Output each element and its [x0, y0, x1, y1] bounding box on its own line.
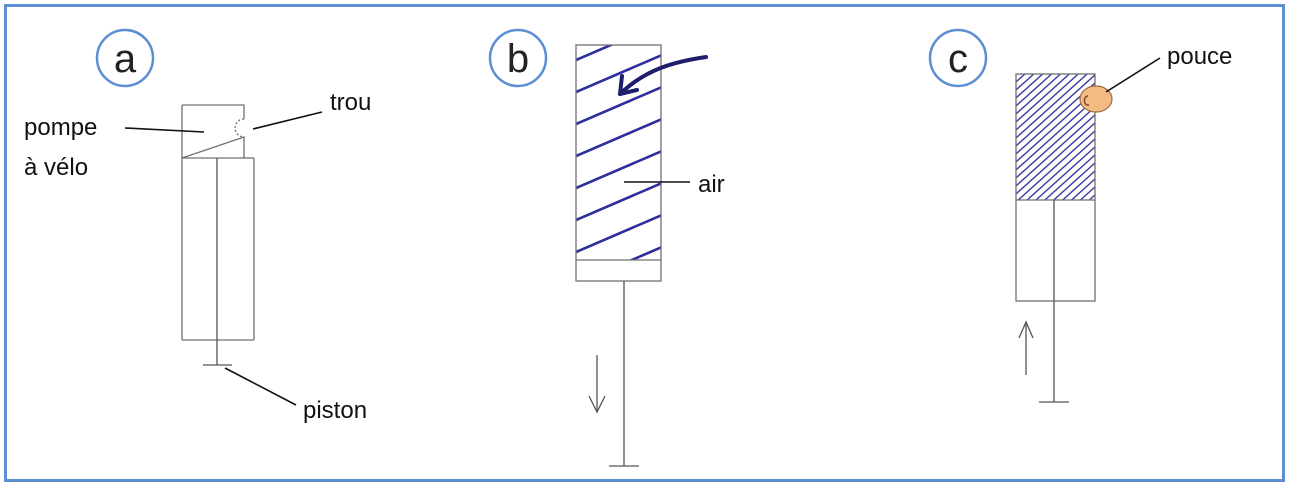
panel-c-letter: c [948, 37, 968, 81]
piston-leader-line [224, 367, 297, 406]
air-hatching-b [576, 45, 661, 260]
pump-body-b [575, 44, 662, 282]
pump-label-line2: à vélo [24, 154, 88, 181]
thumb-label: pouce [1167, 43, 1232, 70]
panel-b-badge [488, 28, 548, 88]
piston-label: piston [303, 397, 367, 424]
panel-b-letter: b [507, 37, 529, 81]
pump-body-a [181, 104, 255, 341]
panel-a-letter: a [114, 37, 137, 81]
thumb-leader-line [1105, 57, 1161, 93]
hole-label: trou [330, 89, 371, 116]
piston-a [203, 158, 232, 366]
pump-body-c [1015, 73, 1096, 302]
panel-c: c [928, 28, 1232, 403]
piston-b [609, 281, 639, 467]
down-arrow-b [588, 355, 606, 414]
pump-label-line1: pompe [24, 114, 97, 141]
piston-c [1039, 200, 1069, 403]
hole-leader-line [252, 111, 323, 130]
air-hatching-c [1016, 74, 1095, 200]
up-arrow-c [1018, 320, 1034, 375]
air-label: air [698, 171, 725, 198]
panel-a-badge [95, 28, 155, 88]
thumb-icon [1079, 85, 1113, 113]
panel-a: a pompe à vélo trou piston [24, 28, 371, 424]
panel-c-badge [928, 28, 988, 88]
air-intake-arrow [618, 55, 708, 96]
panel-b: b [488, 28, 725, 467]
pump-leader-line [124, 127, 205, 133]
hole-a [234, 118, 245, 138]
